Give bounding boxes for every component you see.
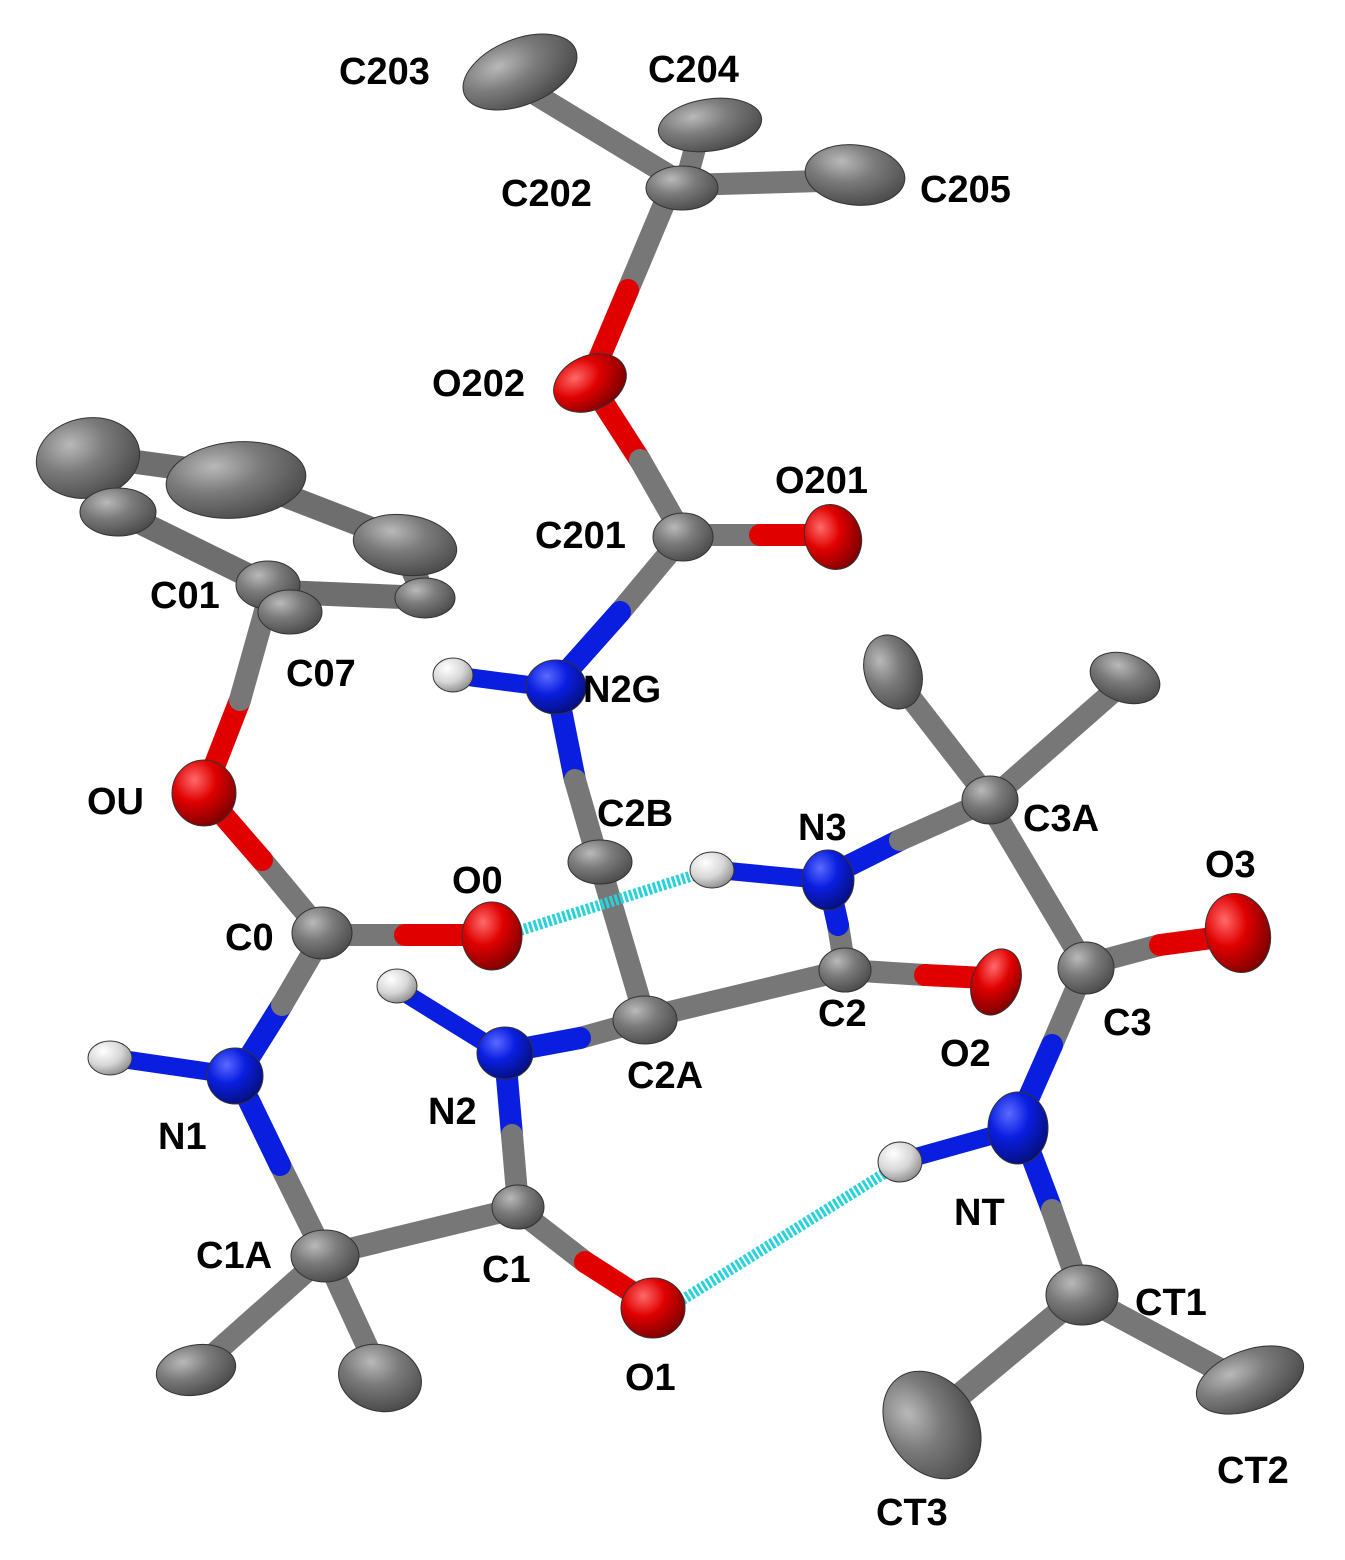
atom-ring-c4 xyxy=(394,577,456,619)
atom-o1 xyxy=(620,1277,686,1339)
atom-h-n1 xyxy=(87,1040,133,1076)
atom-n1 xyxy=(206,1047,264,1105)
label-ct3: CT3 xyxy=(876,1492,948,1534)
atom-o2 xyxy=(970,948,1022,1016)
bond-c2a-c2 xyxy=(634,959,856,1029)
atom-c3a-me1 xyxy=(863,634,923,710)
atom-ct2 xyxy=(1195,1345,1305,1415)
hbond-o1-h-nt xyxy=(679,1163,896,1305)
atom-c1a-me1 xyxy=(155,1343,237,1397)
atom-c0 xyxy=(291,906,353,960)
atom-c1a-me2 xyxy=(338,1343,422,1413)
label-ou: OU xyxy=(87,781,144,823)
atom-c3a-me2 xyxy=(1089,651,1161,705)
atom-c201 xyxy=(652,512,714,562)
label-o2: O2 xyxy=(940,1033,991,1075)
atom-ct1 xyxy=(1045,1264,1119,1326)
hydrogen-bonds xyxy=(513,868,896,1305)
atom-ring-c6 xyxy=(79,487,157,537)
atom-ring-c2 xyxy=(165,441,307,519)
label-n2g: N2G xyxy=(583,669,661,711)
bond-c202-c203 xyxy=(509,74,696,196)
label-c01: C01 xyxy=(150,575,220,617)
atom-nt xyxy=(987,1091,1049,1165)
label-n1: N1 xyxy=(158,1116,207,1158)
atom-n2g xyxy=(525,659,587,715)
label-o0: O0 xyxy=(452,860,503,902)
atom-o202 xyxy=(553,353,627,413)
atom-n3 xyxy=(801,849,855,911)
label-c2a: C2A xyxy=(627,1055,703,1097)
label-c0: C0 xyxy=(225,917,274,959)
label-c205: C205 xyxy=(920,169,1011,211)
atom-c07 xyxy=(257,589,323,635)
atoms xyxy=(35,33,1305,1480)
label-c1: C1 xyxy=(482,1249,531,1291)
label-c204: C204 xyxy=(648,49,739,91)
atom-o3 xyxy=(1204,892,1272,974)
label-c201: C201 xyxy=(535,515,626,557)
bond-c3a-me2 xyxy=(979,673,1133,811)
atom-c3 xyxy=(1057,941,1115,995)
atom-c1 xyxy=(491,1184,545,1230)
label-c1a: C1A xyxy=(196,1235,272,1277)
atom-o201 xyxy=(803,504,863,570)
label-c203: C203 xyxy=(339,51,430,93)
label-o3: O3 xyxy=(1205,844,1256,886)
hbond-o0-h-n3 xyxy=(513,868,700,938)
atom-c2a xyxy=(612,995,678,1045)
bonds xyxy=(73,74,1260,1432)
label-n3: N3 xyxy=(798,807,847,849)
bond-c2b-c2a xyxy=(589,854,656,1029)
label-n2: N2 xyxy=(428,1091,477,1133)
atom-c2 xyxy=(818,947,872,993)
label-ct2: CT2 xyxy=(1217,1450,1289,1492)
atom-o0 xyxy=(461,901,523,971)
atom-c205 xyxy=(804,144,906,206)
atom-h-nt xyxy=(877,1141,923,1183)
label-nt: NT xyxy=(954,1192,1005,1234)
atom-ou xyxy=(171,759,237,827)
label-o1: O1 xyxy=(625,1357,676,1399)
label-c07: C07 xyxy=(286,653,356,695)
atom-c1a xyxy=(290,1229,360,1283)
atom-c204 xyxy=(657,97,763,153)
atom-labels: C203 C204 C202 C205 O202 O201 C201 C01 C… xyxy=(87,49,1289,1534)
atom-ct3 xyxy=(882,1370,982,1480)
label-c3a: C3A xyxy=(1023,798,1099,840)
atom-c202 xyxy=(645,165,719,211)
label-o201: O201 xyxy=(775,460,868,502)
atom-n2 xyxy=(476,1026,534,1080)
atom-h-n3 xyxy=(689,851,735,889)
atom-c203 xyxy=(462,33,578,111)
label-c2: C2 xyxy=(818,993,867,1035)
label-c2b: C2B xyxy=(597,793,673,835)
bond-c3a-c3 xyxy=(979,794,1096,976)
label-c202: C202 xyxy=(501,173,592,215)
atom-ring-c3 xyxy=(352,513,458,577)
label-c3: C3 xyxy=(1103,1002,1152,1044)
atom-c2b xyxy=(567,839,633,885)
atom-c3a xyxy=(961,775,1019,825)
label-o202: O202 xyxy=(432,363,525,405)
label-ct1: CT1 xyxy=(1135,1282,1207,1324)
atom-h-n2 xyxy=(376,968,418,1004)
atom-h-n2g xyxy=(432,657,474,693)
